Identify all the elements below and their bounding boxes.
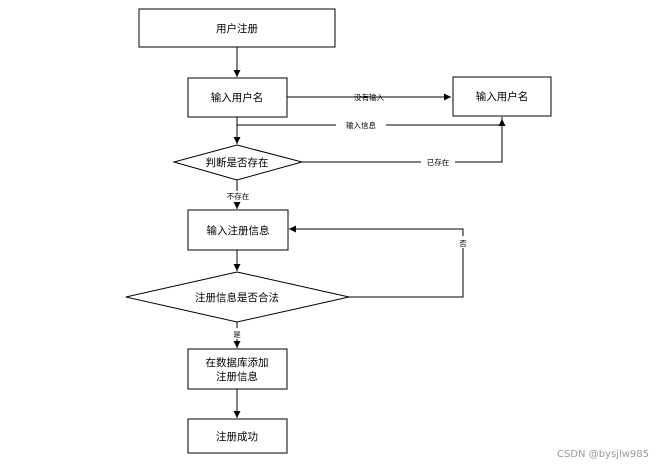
node-db-add-label-2: 注册信息 — [216, 370, 258, 383]
node-check-valid — [125, 271, 350, 323]
node-input-username-label: 输入用户名 — [211, 91, 264, 104]
node-success-label: 注册成功 — [216, 430, 258, 443]
edge-no-back — [289, 225, 464, 298]
edge-label-input-info-bg — [336, 119, 386, 130]
node-input-info — [187, 209, 289, 251]
edge-label-not-exists: 不存在 — [227, 191, 250, 201]
node-db-add-label-1: 在数据库添加 — [206, 356, 269, 369]
node-register — [138, 8, 336, 48]
node-input-username-right — [452, 76, 552, 117]
node-success — [187, 418, 288, 454]
edge-label-exists-bg — [421, 157, 455, 168]
watermark: CSDN @bysjlw985 — [557, 449, 649, 460]
node-check-exists — [172, 144, 304, 181]
edge-exists-back — [302, 119, 506, 163]
node-input-username — [187, 77, 288, 118]
edge-label-yes: 是 — [233, 330, 241, 339]
edge-label-not-exists-bg — [221, 191, 255, 202]
edge-label-yes-bg — [230, 328, 244, 339]
edge-label-input-info: 输入信息 — [346, 120, 376, 130]
edge-label-no-input: 没有输入 — [354, 92, 384, 102]
edge-label-exists: 已存在 — [427, 157, 450, 167]
edge-label-no: 否 — [459, 239, 467, 248]
edge-label-no-bg — [456, 236, 470, 248]
node-register-label: 用户注册 — [216, 22, 258, 35]
node-db-add — [187, 348, 288, 390]
node-check-exists-label: 判断是否存在 — [206, 156, 269, 169]
node-check-valid-label: 注册信息是否合法 — [195, 291, 279, 304]
node-input-info-label: 输入注册信息 — [207, 224, 270, 237]
node-input-username-right-label: 输入用户名 — [476, 90, 529, 103]
